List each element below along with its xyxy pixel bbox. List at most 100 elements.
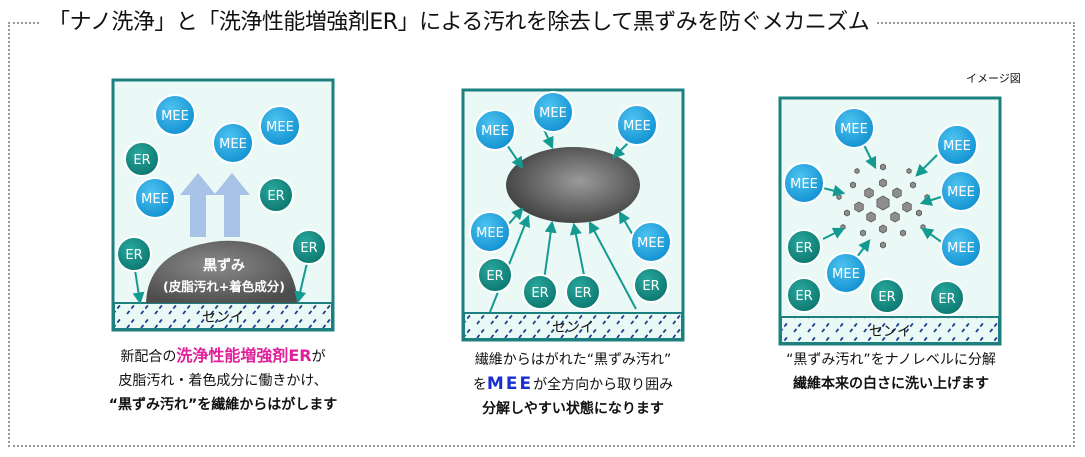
er-ball: ER [291, 229, 327, 265]
nano-particle [910, 181, 916, 189]
nano-particle [879, 224, 887, 234]
svg-text:MEE: MEE [481, 124, 509, 139]
nano-particle [860, 229, 866, 237]
image-label: イメージ図 [966, 72, 1021, 85]
svg-text:ER: ER [300, 241, 317, 256]
nano-particle [876, 195, 890, 211]
nano-particle [850, 181, 856, 189]
mee-ball: MEE [259, 105, 301, 147]
panel-1-er-action: センイ 黒ずみ (皮脂汚れ+着色成分) MEE MEE MEE MEE ER E… [110, 77, 336, 333]
nano-particle [924, 194, 930, 200]
er-ball: ER [869, 278, 905, 314]
svg-text:ER: ER [531, 286, 548, 301]
svg-text:MEE: MEE [947, 185, 975, 200]
nano-particle [916, 209, 922, 217]
nano-particle [844, 209, 850, 217]
mee-ball: MEE [936, 124, 978, 166]
panel-2-mee-surround: センイ MEE MEE MEE MEE MEE ER ER ER ER [460, 87, 686, 343]
nano-particle [879, 178, 887, 188]
svg-text:MEE: MEE [141, 192, 169, 207]
mee-ball: MEE [630, 221, 672, 263]
up-arrow-left [180, 173, 216, 237]
svg-text:MEE: MEE [943, 139, 971, 154]
fiber-layer-2 [463, 312, 683, 340]
panel-3-illustration: センイ MEE MEE MEE MEE MEE MEE ER ER ER ER [778, 96, 1002, 346]
svg-text:MEE: MEE [790, 177, 818, 192]
panel-2-caption: 繊維からはがれた“黒ずみ汚れ” をMEEが全方向から取り囲み 分解しやすい状態に… [472, 352, 674, 417]
svg-text:ER: ER [574, 286, 591, 301]
svg-text:MEE: MEE [623, 119, 651, 134]
svg-text:MEE: MEE [266, 120, 294, 135]
grime-blob-1 [146, 240, 298, 303]
up-arrow-right [214, 173, 250, 237]
nano-particle [920, 224, 926, 230]
er-ball: ER [786, 277, 822, 313]
fiber-label-1: センイ [202, 310, 244, 326]
grime-sublabel-1: (皮脂汚れ+着色成分) [163, 279, 285, 294]
mee-ball: MEE [940, 170, 982, 212]
svg-text:ER: ER [486, 269, 503, 284]
er-ball: ER [116, 236, 152, 272]
nano-particle [836, 194, 842, 200]
fiber-layer-1 [113, 302, 333, 330]
svg-text:MEE: MEE [840, 122, 868, 137]
svg-text:MEE: MEE [947, 241, 975, 256]
nano-particle [892, 187, 902, 199]
nano-particle [900, 229, 906, 237]
svg-text:ER: ER [795, 289, 812, 304]
mee-arrow [921, 227, 944, 244]
nano-particle [854, 168, 860, 174]
mee-arrow [618, 210, 635, 238]
svg-text:MEE: MEE [219, 137, 247, 152]
mee-ball: MEE [469, 211, 511, 253]
mee-highlight: MEE [486, 374, 534, 394]
er-ball: ER [786, 229, 822, 265]
svg-text:MEE: MEE [539, 106, 567, 121]
er-arrow-1b [294, 262, 308, 304]
mee-ball: MEE [474, 109, 516, 151]
er-ball: ER [565, 274, 601, 310]
mee-ball: MEE [532, 91, 574, 133]
er-arrow-1a [132, 269, 145, 305]
panel-1-caption: 新配合の洗浄性能増強剤ERが 皮脂汚れ・着色成分に働きかけ、 “黒ずみ汚れ”を繊… [108, 346, 338, 413]
nano-particle [864, 187, 874, 199]
mee-ball: MEE [940, 226, 982, 268]
nano-particle [906, 168, 912, 174]
nano-particle [902, 201, 912, 213]
svg-text:ER: ER [642, 279, 659, 294]
er-ball: ER [929, 280, 965, 316]
fiber-label-2: センイ [552, 320, 594, 336]
mee-arrow [856, 239, 871, 258]
panel-3-nano-decomposition: センイ MEE MEE MEE MEE MEE MEE ER ER ER ER [777, 95, 1003, 347]
grime-label-1: 黒ずみ [203, 257, 245, 274]
er-ball: ER [633, 267, 669, 303]
svg-text:ER: ER [133, 153, 150, 168]
er-arrow [822, 227, 846, 240]
svg-text:MEE: MEE [832, 267, 860, 282]
mee-ball: MEE [825, 252, 867, 294]
mee-arrow [915, 154, 938, 177]
svg-text:MEE: MEE [637, 236, 665, 251]
er-arrow [588, 220, 637, 310]
mee-ball: MEE [212, 122, 254, 164]
er-highlight: 洗浄性能増強剤ER [176, 346, 312, 365]
svg-text:ER: ER [878, 290, 895, 305]
nano-particle [890, 211, 900, 223]
svg-text:MEE: MEE [476, 226, 504, 241]
page-title: 「ナノ洗浄」と「洗浄性能増強剤ER」による汚れを除去して黒ずみを防ぐメカニズム [40, 6, 878, 40]
panel-1-illustration: センイ 黒ずみ (皮脂汚れ+着色成分) MEE MEE MEE MEE ER E… [111, 78, 335, 332]
svg-text:ER: ER [267, 189, 284, 204]
mee-arrow [862, 142, 877, 170]
svg-text:ER: ER [938, 292, 955, 307]
mee-arrow [919, 194, 942, 206]
er-ball: ER [258, 177, 294, 213]
nano-particle [880, 241, 886, 249]
er-ball: ER [522, 274, 558, 310]
nano-particle [880, 163, 886, 171]
mee-ball: MEE [616, 104, 658, 146]
nano-particle [866, 211, 876, 223]
panel-3-caption: “黒ずみ汚れ”をナノレベルに分解 繊維本来の白さに洗い上げます [786, 352, 996, 392]
grime-blob-2 [506, 147, 640, 223]
nano-particle [854, 201, 864, 213]
svg-text:MEE: MEE [161, 109, 189, 124]
